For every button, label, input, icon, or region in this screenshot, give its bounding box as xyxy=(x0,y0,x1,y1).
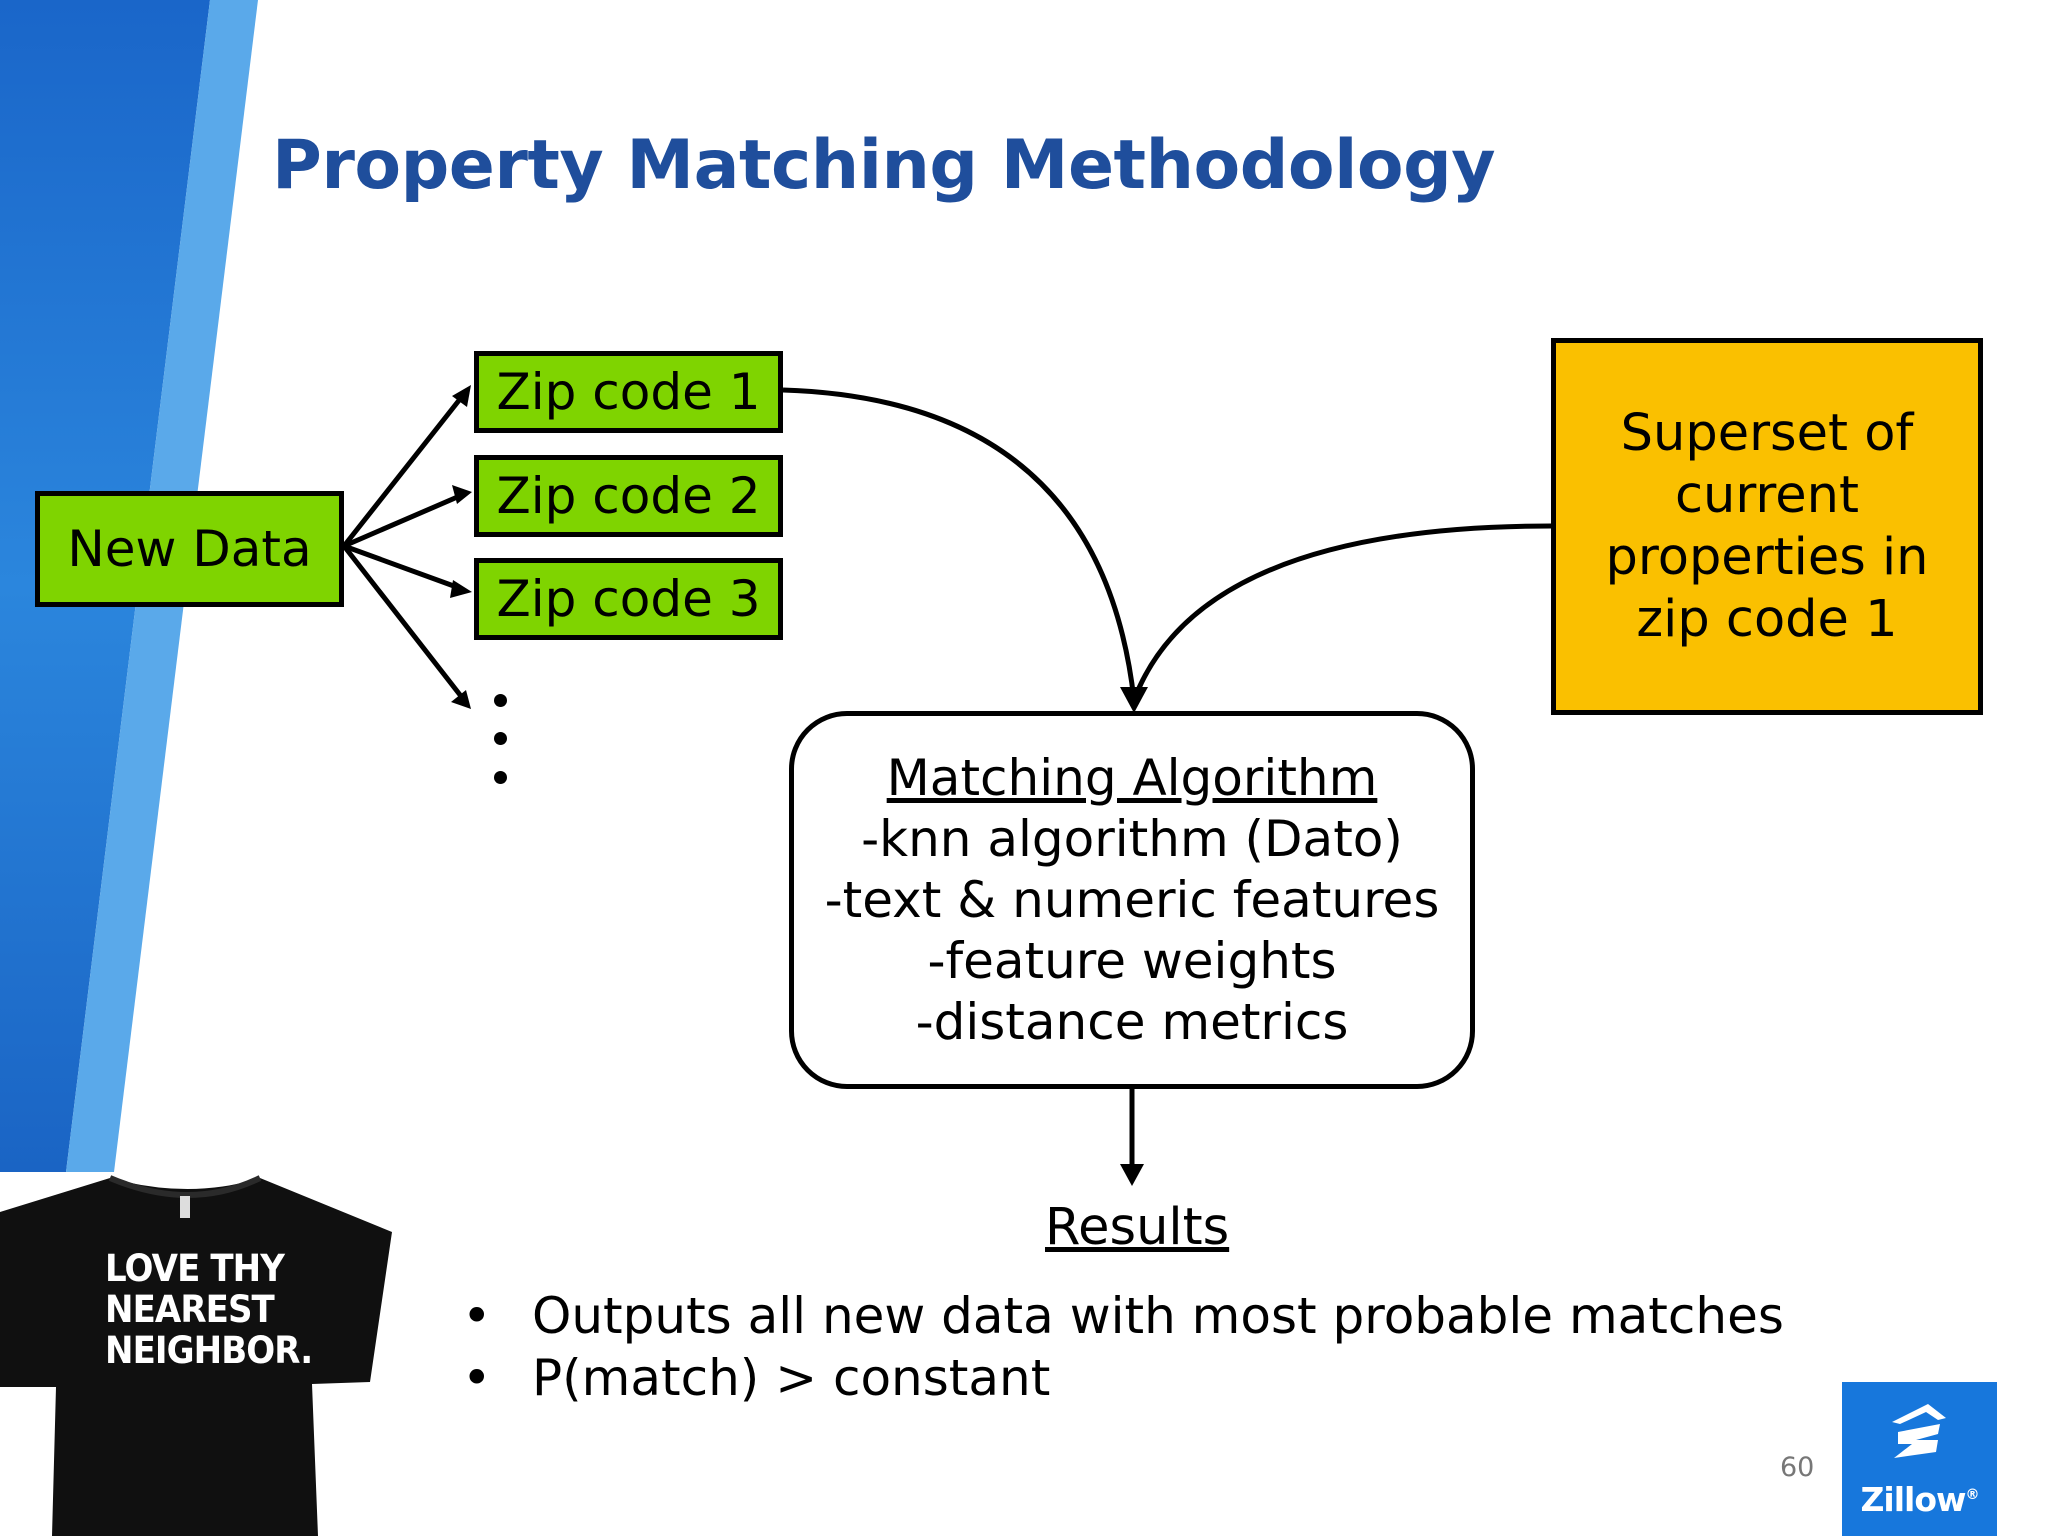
logo-wordmark: Zillow® xyxy=(1842,1480,1997,1519)
zip-code-3-box: Zip code 3 xyxy=(474,558,783,640)
house-z-icon xyxy=(1892,1404,1946,1458)
tshirt-line: LOVE THY xyxy=(105,1247,285,1290)
more-zip-codes-ellipsis xyxy=(494,694,510,784)
new-data-box: New Data xyxy=(35,491,344,607)
zip-code-1-box: Zip code 1 xyxy=(474,351,783,433)
algorithm-line: -knn algorithm (Dato) xyxy=(861,809,1403,868)
connector-arrows xyxy=(342,387,1552,1180)
tshirt-slogan: LOVE THY NEAREST NEIGHBOR. xyxy=(105,1247,313,1372)
results-bullet: • Outputs all new data with most probabl… xyxy=(458,1285,1784,1347)
logo-trademark: ® xyxy=(1965,1487,1980,1503)
matching-algorithm-box: Matching Algorithm -knn algorithm (Dato)… xyxy=(789,711,1475,1089)
algorithm-line: -feature weights xyxy=(927,931,1337,990)
results-heading: Results xyxy=(1045,1198,1230,1257)
results-bullet-text: Outputs all new data with most probable … xyxy=(532,1287,1784,1345)
algorithm-line: -distance metrics xyxy=(915,992,1349,1051)
curve-superset-to-algorithm xyxy=(1131,523,1552,701)
arrow-to-zip2 xyxy=(343,492,463,549)
bullet-icon: • xyxy=(462,1349,492,1407)
arrow-to-zip1 xyxy=(342,392,466,548)
superset-box: Superset of current properties in zip co… xyxy=(1551,338,1983,715)
results-bullet: • P(match) > constant xyxy=(458,1347,1784,1409)
page-number: 60 xyxy=(1780,1452,1815,1483)
zip-code-2-box: Zip code 2 xyxy=(474,455,783,537)
tshirt-line: NEAREST xyxy=(105,1288,275,1331)
results-list: • Outputs all new data with most probabl… xyxy=(458,1285,1784,1409)
tshirt-line: NEIGHBOR. xyxy=(105,1329,313,1372)
curve-zip1-to-algorithm xyxy=(782,387,1137,701)
arrow-to-zip3 xyxy=(343,543,463,592)
slide-title: Property Matching Methodology xyxy=(272,126,1496,205)
zillow-logo: Zillow® xyxy=(1842,1382,1997,1536)
arrowheads xyxy=(450,385,1148,1186)
algorithm-line: -text & numeric features xyxy=(824,870,1440,929)
logo-text: Zillow xyxy=(1860,1480,1966,1519)
algorithm-heading: Matching Algorithm xyxy=(886,748,1378,807)
results-bullet-text: P(match) > constant xyxy=(532,1349,1051,1407)
tshirt-image xyxy=(0,1175,392,1536)
arrow-to-more xyxy=(342,544,466,702)
bullet-icon: • xyxy=(462,1287,492,1345)
